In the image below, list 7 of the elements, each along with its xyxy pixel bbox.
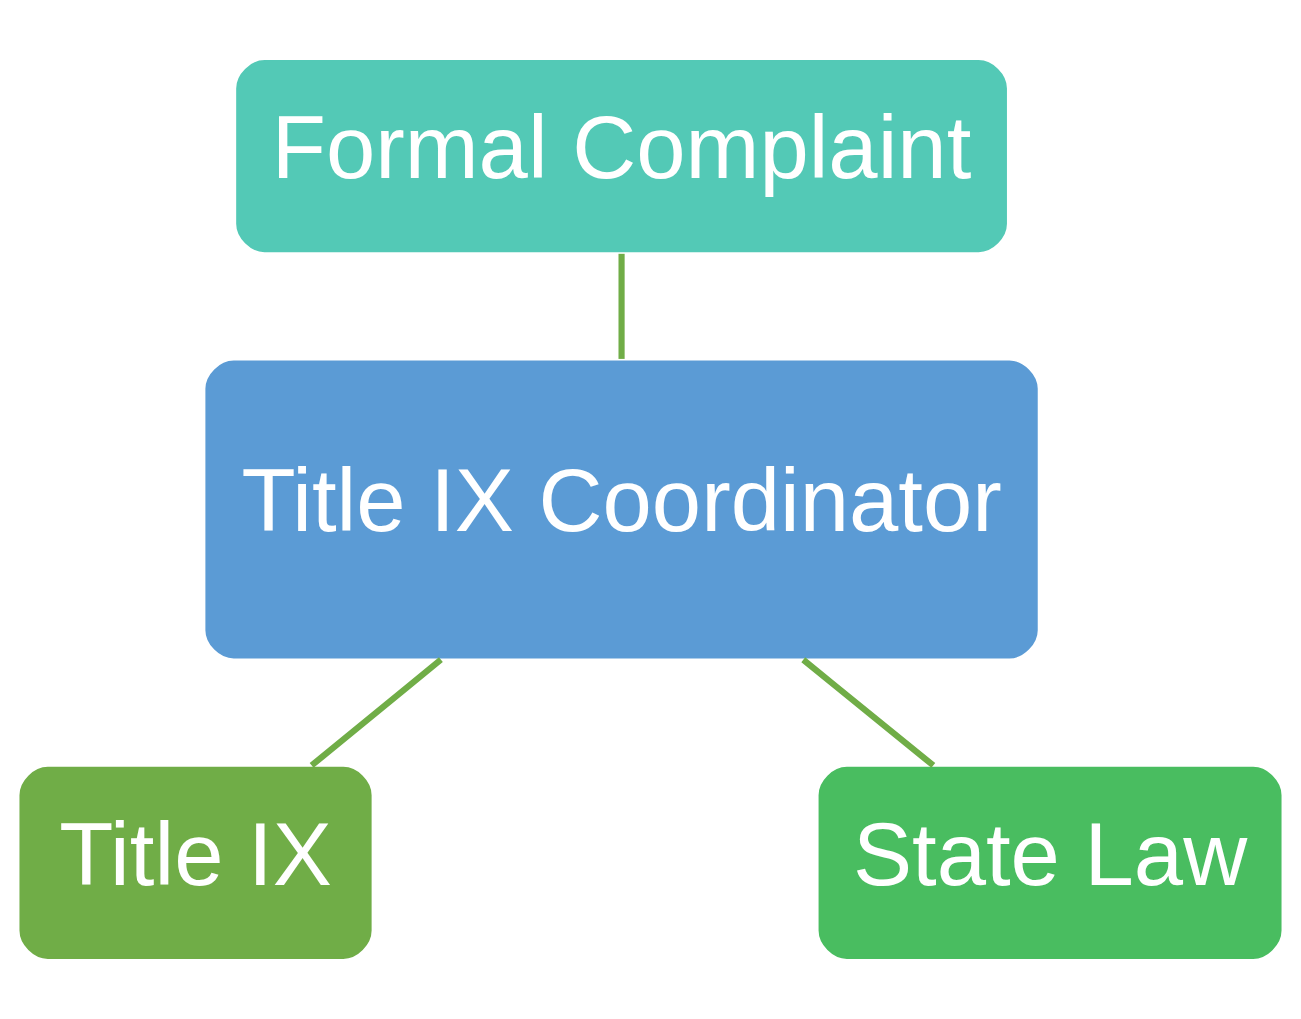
- connector: [618, 253, 625, 359]
- connector: [309, 657, 443, 768]
- node-box: Title IX: [17, 764, 375, 962]
- connector: [801, 657, 936, 768]
- node-box: Formal Complaint: [233, 57, 1010, 255]
- node-box: Title IX Coordinator: [202, 358, 1041, 661]
- node-box: State Law: [816, 764, 1284, 962]
